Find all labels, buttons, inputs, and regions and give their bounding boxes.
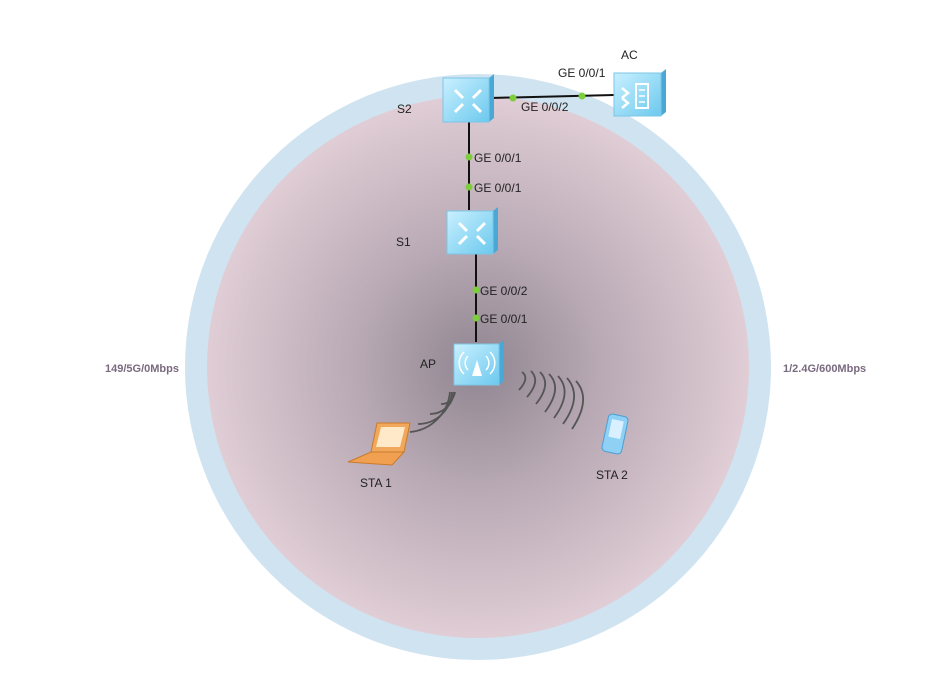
switch-s2[interactable] [442, 74, 494, 123]
port-dot [578, 92, 586, 100]
port-label: GE 0/0/1 [474, 151, 522, 165]
port-label: GE 0/0/1 [558, 66, 606, 80]
device-label-s2: S2 [397, 102, 412, 116]
port-dot [465, 183, 473, 191]
device-label-ac: AC [621, 48, 638, 62]
wireless-signal-icon [409, 391, 456, 433]
port-label: GE 0/0/2 [480, 284, 528, 298]
device-label-s1: S1 [396, 235, 411, 249]
switch-icon [446, 207, 498, 255]
access-controller-icon [613, 69, 666, 117]
radio-24g-label: 1/2.4G/600Mbps [783, 363, 866, 375]
port-dot [509, 94, 517, 102]
device-label-sta2: STA 2 [596, 468, 628, 482]
link-s1-ap[interactable] [472, 250, 480, 342]
station-sta2[interactable] [601, 413, 629, 455]
wireless-signal-icon [518, 370, 584, 430]
switch-s1[interactable] [446, 207, 498, 255]
port-label: GE 0/0/1 [474, 181, 522, 195]
laptop-icon [347, 422, 411, 466]
device-label-sta1: STA 1 [360, 476, 392, 490]
station-sta1[interactable] [347, 422, 411, 466]
switch-icon [442, 74, 494, 123]
port-label: GE 0/0/1 [480, 312, 528, 326]
ac-controller[interactable] [613, 69, 666, 117]
port-dot [472, 286, 480, 294]
device-label-ap: AP [420, 357, 436, 371]
port-label: GE 0/0/2 [521, 100, 569, 114]
port-dot [472, 314, 480, 322]
access-point-icon [453, 340, 504, 386]
access-point-ap[interactable] [453, 340, 504, 386]
port-dot [465, 153, 473, 161]
mobile-phone-icon [601, 413, 629, 455]
link-s2-ac[interactable] [489, 92, 615, 102]
radio-5g-label: 149/5G/0Mbps [105, 363, 179, 375]
link-s2-s1[interactable] [465, 120, 473, 210]
